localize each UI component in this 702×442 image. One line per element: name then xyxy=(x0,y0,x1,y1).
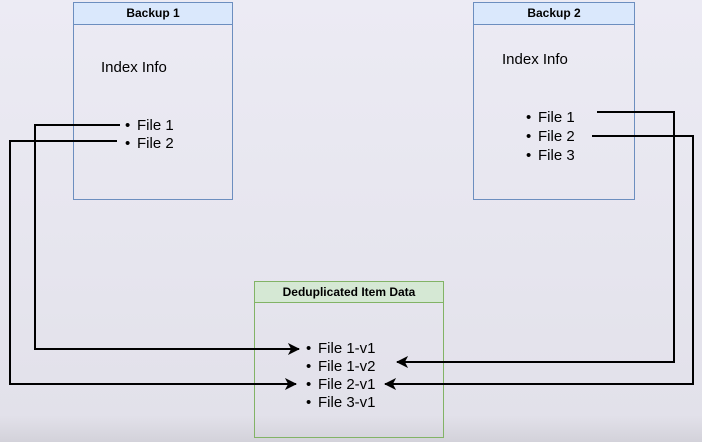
bullet-icon: • xyxy=(306,394,312,411)
file-label: File 2-v1 xyxy=(318,376,376,393)
list-item: • File 2 xyxy=(125,135,174,153)
bullet-icon: • xyxy=(125,117,131,134)
file-label: File 3-v1 xyxy=(318,394,376,411)
node-backup-1: Backup 1 Index Info • File 1 • File 2 xyxy=(73,2,233,200)
file-label: File 2 xyxy=(137,135,174,152)
file-label: File 1 xyxy=(137,117,174,134)
bullet-icon: • xyxy=(306,358,312,375)
bullet-icon: • xyxy=(526,147,532,164)
list-item: • File 2-v1 xyxy=(306,376,376,394)
list-item: • File 1-v2 xyxy=(306,358,376,376)
node-backup-1-title: Backup 1 xyxy=(74,3,232,25)
backup-2-file-list: • File 1 • File 2 • File 3 xyxy=(526,108,575,165)
node-deduplicated-item-data: Deduplicated Item Data • File 1-v1 • File … xyxy=(254,281,444,438)
backup-1-file-list: • File 1 • File 2 xyxy=(125,117,174,153)
bullet-icon: • xyxy=(526,109,532,126)
node-backup-2-title: Backup 2 xyxy=(474,3,634,25)
file-label: File 1-v1 xyxy=(318,340,376,357)
list-item: • File 1-v1 xyxy=(306,340,376,358)
file-label: File 3 xyxy=(538,147,575,164)
list-item: • File 1 xyxy=(125,117,174,135)
file-label: File 1 xyxy=(538,109,575,126)
bullet-icon: • xyxy=(526,128,532,145)
dedup-file-list: • File 1-v1 • File 1-v2 • File 2-v1 • File 3… xyxy=(306,340,376,412)
file-label: File 2 xyxy=(538,128,575,145)
list-item: • File 3 xyxy=(526,146,575,165)
list-item: • File 1 xyxy=(526,108,575,127)
bullet-icon: • xyxy=(306,340,312,357)
bullet-icon: • xyxy=(125,135,131,152)
node-dedup-title: Deduplicated Item Data xyxy=(255,282,443,303)
node-backup-2: Backup 2 Index Info • File 1 • File 2 • Fil… xyxy=(473,2,635,200)
backup-2-index-info-label: Index Info xyxy=(502,51,568,68)
bullet-icon: • xyxy=(306,376,312,393)
file-label: File 1-v2 xyxy=(318,358,376,375)
backup-1-index-info-label: Index Info xyxy=(101,59,167,76)
list-item: • File 2 xyxy=(526,127,575,146)
list-item: • File 3-v1 xyxy=(306,394,376,412)
